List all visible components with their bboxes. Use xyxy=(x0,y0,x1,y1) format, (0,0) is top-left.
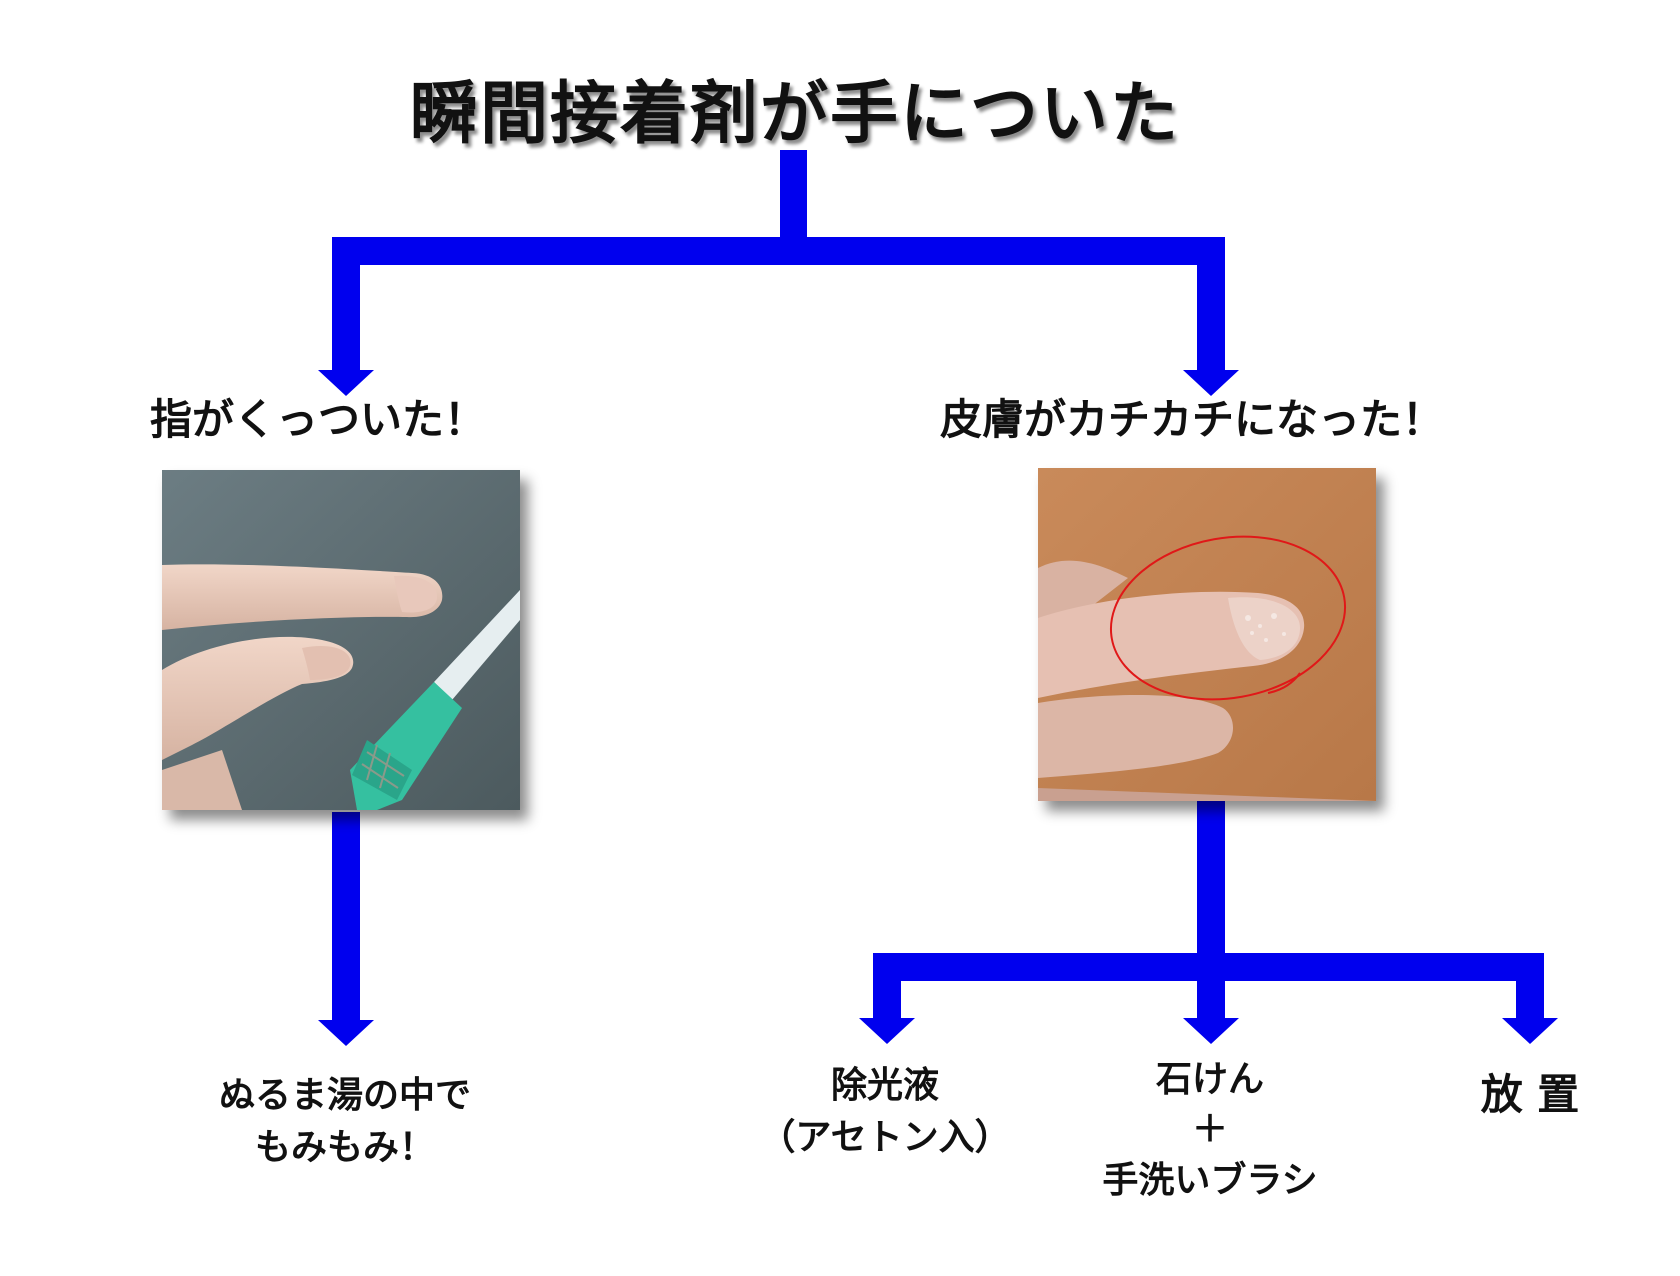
trunk-connector xyxy=(780,150,807,240)
right-drop-connector xyxy=(1197,237,1225,372)
left-arrowhead xyxy=(318,370,374,396)
right-remedy-trunk xyxy=(1197,800,1225,955)
left-branch-heading: 指がくっついた！ xyxy=(150,395,487,444)
remedy-leave-it: 放 置 xyxy=(1480,1070,1580,1119)
soap-arrowhead xyxy=(1183,1018,1239,1044)
acetone-drop xyxy=(873,953,901,1020)
diagram-title: 瞬間接着剤が手についた xyxy=(409,75,1180,154)
glued-fingers-photo xyxy=(162,470,520,810)
right-branch-heading: 皮膚がカチカチになった！ xyxy=(940,395,1445,444)
acetone-arrowhead xyxy=(859,1018,915,1044)
left-remedy-connector xyxy=(332,812,360,1022)
remedy-acetone-remover: 除光液 （アセトン入） xyxy=(759,1065,1011,1159)
leave-drop xyxy=(1516,953,1544,1020)
remedy-soap-brush: 石けん ＋ 手洗いブラシ xyxy=(1102,1059,1318,1201)
left-remedy-arrowhead xyxy=(318,1020,374,1046)
top-branch-bar xyxy=(332,237,1224,265)
soap-drop xyxy=(1197,953,1225,1020)
left-drop-connector xyxy=(332,237,360,372)
leave-arrowhead xyxy=(1502,1018,1558,1044)
hardened-skin-photo xyxy=(1038,468,1376,801)
right-arrowhead xyxy=(1183,370,1239,396)
remedy-warm-water: ぬるま湯の中で もみもみ！ xyxy=(218,1075,471,1169)
